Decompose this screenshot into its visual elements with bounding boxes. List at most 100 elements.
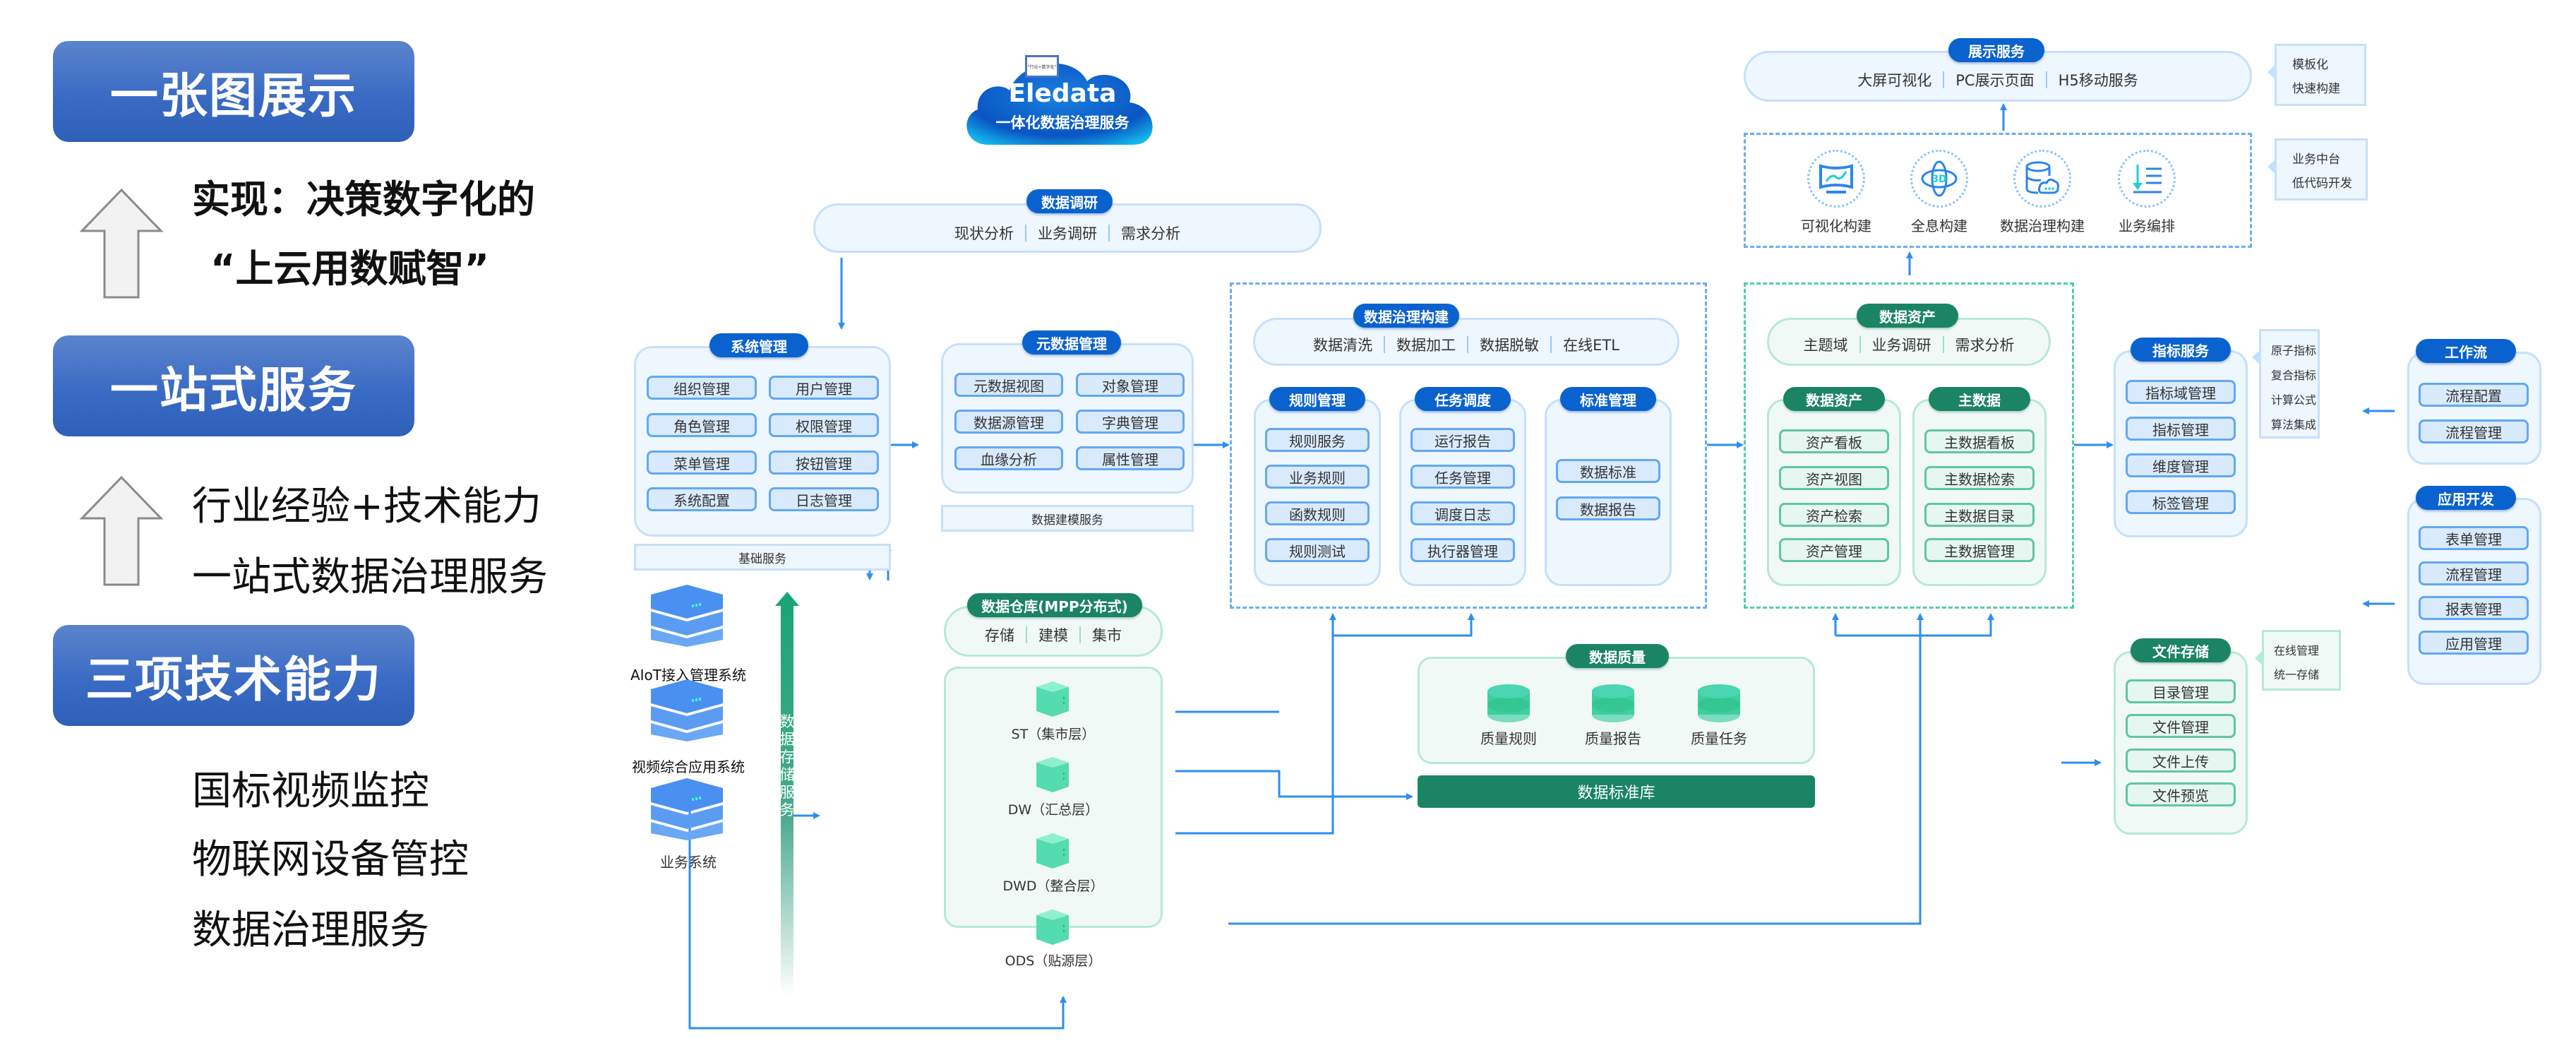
builder-circle[interactable]: 3D [1910, 150, 1968, 208]
metrics-item[interactable]: 指标管理 [2126, 417, 2236, 441]
up-arrow-icon [79, 475, 164, 586]
system-item[interactable]: 角色管理 [647, 413, 757, 437]
rule-item[interactable]: 规则服务 [1265, 428, 1370, 452]
assets-pill: 主题域 业务调研 需求分析 [1767, 318, 2051, 366]
task-item[interactable]: 执行器管理 [1410, 538, 1515, 562]
metadata-item[interactable]: 元数据视图 [954, 373, 1063, 397]
file-item[interactable]: 文件管理 [2126, 714, 2236, 738]
banner-one-map: 一张图展示 [53, 41, 414, 142]
appdev-item[interactable]: 应用管理 [2419, 631, 2529, 655]
system-item[interactable]: 权限管理 [769, 413, 879, 437]
standard-mgmt-panel [1545, 399, 1672, 586]
research-item: 需求分析 [1121, 225, 1180, 242]
layer-cube-icon [1036, 757, 1069, 792]
metadata-item[interactable]: 数据源管理 [954, 410, 1063, 434]
storage-service-label: 数据存储服务 [779, 713, 795, 818]
server-stack-icon [651, 585, 723, 647]
task-item[interactable]: 任务管理 [1410, 465, 1515, 489]
metadata-item[interactable]: 字典管理 [1076, 410, 1185, 434]
capability-item: 物联网设备管控 [192, 837, 469, 883]
metadata-item[interactable]: 属性管理 [1076, 446, 1185, 470]
governance-tag: 数据治理构建 [1353, 304, 1459, 328]
note-line: 统一存储 [2274, 668, 2320, 681]
builder-label: 业务编排 [2119, 217, 2175, 234]
workflow-item[interactable]: 流程管理 [2419, 419, 2529, 443]
metrics-item[interactable]: 标签管理 [2126, 490, 2236, 514]
metadata-tag: 元数据管理 [1022, 330, 1121, 354]
file-item[interactable]: 目录管理 [2126, 679, 2236, 703]
research-pill: 现状分析 业务调研 需求分析 [813, 203, 1322, 253]
task-item[interactable]: 运行报告 [1410, 428, 1515, 452]
appdev-item[interactable]: 流程管理 [2419, 561, 2529, 585]
system-item[interactable]: 按钮管理 [769, 451, 879, 475]
appdev-item[interactable]: 报表管理 [2419, 596, 2529, 620]
layer-cube-icon [1036, 833, 1069, 869]
master-data-item[interactable]: 主数据检索 [1924, 466, 2035, 490]
system-item[interactable]: 组织管理 [647, 376, 757, 400]
system-item[interactable]: 日志管理 [769, 487, 879, 511]
capability-item: 国标视频监控 [192, 768, 429, 814]
up-arrow-icon [79, 188, 164, 299]
asset-item[interactable]: 资产检索 [1779, 503, 1889, 527]
server-stack-icon [651, 679, 723, 741]
system-item[interactable]: 系统配置 [647, 487, 757, 511]
master-data-tag: 主数据 [1929, 387, 2030, 411]
file-storage-tag: 文件存储 [2131, 638, 2231, 662]
system-item[interactable]: 菜单管理 [647, 451, 757, 475]
metrics-item[interactable]: 指标域管理 [2126, 380, 2236, 404]
asset-item[interactable]: 资产看板 [1779, 429, 1889, 453]
builder-circle[interactable] [2118, 150, 2176, 208]
cloud-subtitle: 一体化数据治理服务 [995, 114, 1130, 131]
banner-one-stop: 一站式服务 [53, 335, 414, 436]
builder-circle[interactable] [1807, 150, 1865, 208]
master-data-item[interactable]: 主数据看板 [1924, 429, 2035, 453]
file-item[interactable]: 文件预览 [2126, 782, 2236, 806]
layer-label: ODS（贴源层） [1005, 953, 1102, 969]
master-data-item[interactable]: 主数据目录 [1924, 503, 2035, 527]
rule-item[interactable]: 业务规则 [1265, 465, 1370, 489]
builder-circle[interactable] [2013, 150, 2071, 208]
note-line: 计算公式 [2271, 393, 2317, 407]
standard-item[interactable]: 数据标准 [1556, 459, 1660, 483]
layer-cube-icon [1036, 681, 1069, 717]
governance-item: 在线ETL [1563, 337, 1619, 354]
research-item: 现状分析 [954, 225, 1014, 242]
onestop-line1: 行业经验+技术能力 [192, 484, 541, 530]
system-mgmt-tag: 系统管理 [709, 333, 808, 357]
display-pill: 大屏可视化 PC展示页面 H5移动服务 [1744, 51, 2252, 102]
rule-item[interactable]: 函数规则 [1265, 501, 1370, 525]
research-item: 业务调研 [1038, 225, 1097, 242]
asset-item[interactable]: 资产视图 [1779, 466, 1889, 490]
storage-service-arrow-icon [775, 592, 799, 996]
quality-item: 质量规则 [1480, 730, 1537, 747]
appdev-item[interactable]: 表单管理 [2419, 526, 2529, 550]
capability-item: 数据治理服务 [192, 907, 429, 953]
note-line: 复合指标 [2271, 369, 2317, 382]
workflow-tag: 工作流 [2416, 339, 2516, 363]
master-data-item[interactable]: 主数据管理 [1924, 538, 2035, 562]
asset-group-tag: 数据资产 [1783, 387, 1885, 411]
rule-item[interactable]: 规则测试 [1265, 538, 1370, 562]
realize-line2: “上云用数赋智” [210, 246, 489, 291]
file-storage-note: 在线管理 统一存储 [2255, 630, 2341, 691]
builder-label: 数据治理构建 [2000, 217, 2085, 234]
standard-item[interactable]: 数据报告 [1556, 496, 1660, 520]
cloud-logo [966, 63, 1153, 145]
file-storage-panel [2114, 651, 2248, 835]
metrics-item[interactable]: 维度管理 [2126, 453, 2236, 477]
display-item: 大屏可视化 [1857, 72, 1932, 89]
metadata-item[interactable]: 对象管理 [1076, 373, 1185, 397]
file-item[interactable]: 文件上传 [2126, 749, 2236, 773]
svg-text:3D: 3D [1931, 174, 1946, 185]
research-tag: 数据调研 [1026, 189, 1113, 213]
system-item[interactable]: 用户管理 [769, 376, 879, 400]
task-item[interactable]: 调度日志 [1410, 501, 1515, 525]
workflow-item[interactable]: 流程配置 [2419, 383, 2529, 407]
task-schedule-tag: 任务调度 [1415, 387, 1511, 411]
metrics-note: 原子指标 复合指标 计算公式 算法集成 [2252, 329, 2320, 439]
warehouse-item: 存储 [985, 627, 1014, 644]
metadata-item[interactable]: 血缘分析 [954, 446, 1063, 470]
warehouse-item: 集市 [1092, 627, 1122, 644]
asset-item[interactable]: 资产管理 [1779, 538, 1889, 562]
source-label: 业务系统 [660, 854, 717, 871]
